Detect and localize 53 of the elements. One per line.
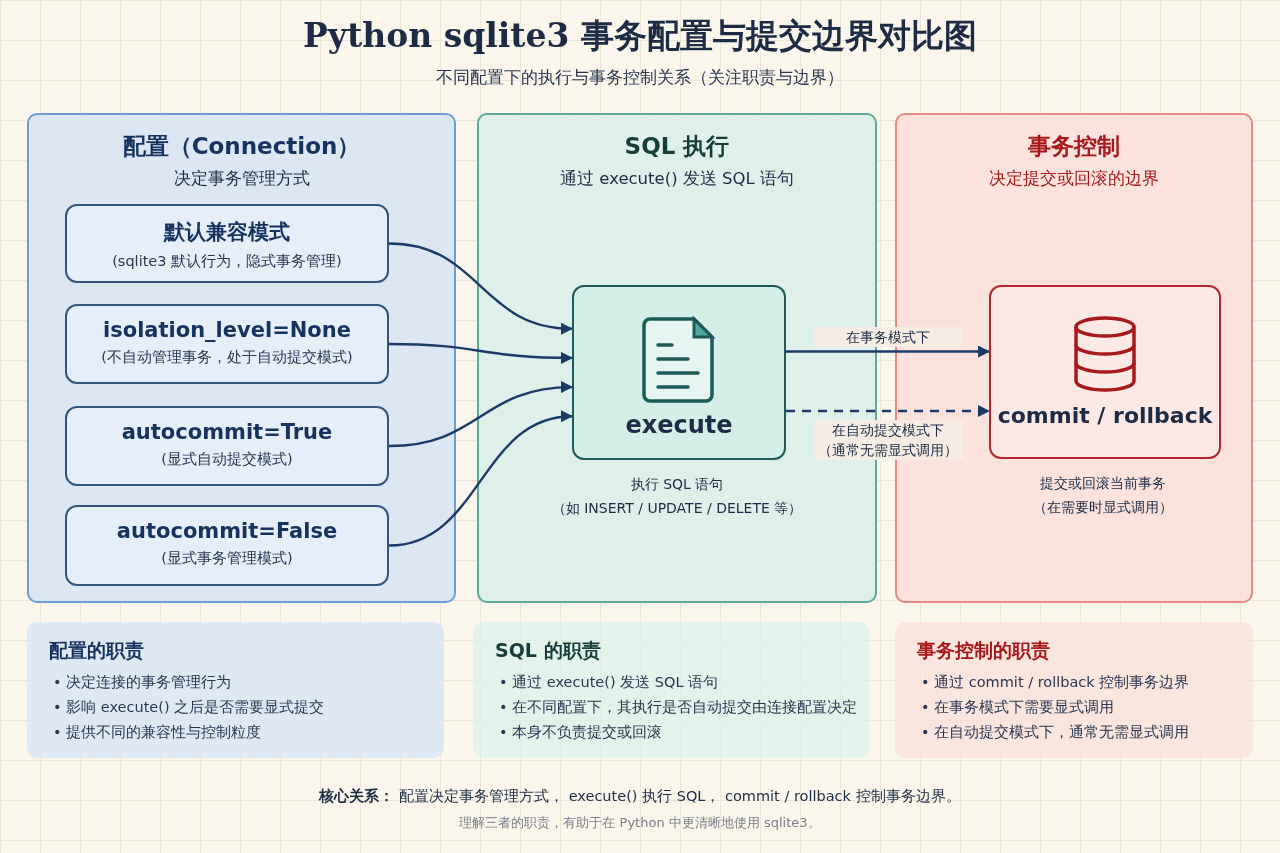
panel-subtitle: 决定事务管理方式	[172, 168, 311, 190]
arrow	[389, 342, 573, 364]
node-caption: （如 INSERT / UPDATE / DELETE 等）	[550, 499, 804, 518]
bullet-item: • 在事务模式下需要显式调用	[921, 698, 1116, 717]
arrow	[388, 242, 573, 334]
arrow	[786, 345, 990, 358]
mode-name: isolation_level=None	[102, 318, 352, 342]
mode-name: autocommit=False	[115, 519, 339, 543]
section-panel	[27, 113, 456, 603]
summary-note: 核心关系： 配置决定事务管理方式， execute() 执行 SQL， commit / rollback 控制事务边界。	[317, 787, 962, 806]
mode-box	[65, 304, 389, 384]
card-heading: 事务控制的职责	[917, 638, 1051, 663]
summary-card	[27, 622, 444, 758]
bullet-item: • 通过 commit / rollback 控制事务边界	[921, 673, 1191, 692]
bullet-item: • 通过 execute() 发送 SQL 语句	[499, 673, 720, 692]
bullet-item: • 本身不负责提交或回滚	[499, 723, 664, 742]
diagram-title: Python sqlite3 事务配置与提交边界对比图	[301, 15, 979, 57]
panel-subtitle: 通过 execute() 发送 SQL 语句	[559, 168, 795, 190]
panel-title: 配置（Connection）	[121, 132, 362, 161]
box-label: execute	[624, 411, 734, 439]
node-caption: （在需要时显式调用）	[1032, 498, 1174, 517]
panel-title: 事务控制	[1027, 132, 1121, 161]
bullet-item: • 提供不同的兼容性与控制粒度	[53, 723, 263, 742]
edge-label: 在自动提交模式下（通常无需显式调用）	[812, 420, 963, 461]
card-heading: SQL 的职责	[495, 638, 602, 663]
action-box	[989, 285, 1221, 459]
bullet-item: • 在自动提交模式下，通常无需显式调用	[921, 723, 1191, 742]
arrow	[786, 405, 990, 417]
mode-description: (显式自动提交模式)	[160, 450, 294, 469]
edge-label: 在事务模式下	[812, 327, 963, 348]
process-box	[572, 285, 786, 460]
node-caption: 执行 SQL 语句	[629, 475, 725, 494]
mode-description: (显式事务管理模式)	[160, 549, 294, 568]
mode-description: (不自动管理事务，处于自动提交模式)	[100, 348, 354, 367]
summary-card	[473, 622, 870, 758]
mode-description: (sqlite3 默认行为，隐式事务管理)	[111, 252, 343, 271]
mode-name: autocommit=True	[120, 420, 334, 444]
arrow	[388, 411, 573, 547]
mode-box	[65, 204, 389, 283]
panel-subtitle: 决定提交或回滚的边界	[988, 168, 1160, 190]
diagram-subtitle: 不同配置下的执行与事务控制关系（关注职责与边界）	[435, 66, 845, 89]
mode-box	[65, 406, 389, 486]
bullet-item: • 决定连接的事务管理行为	[53, 673, 233, 692]
bullet-item: • 在不同配置下，其执行是否自动提交由连接配置决定	[499, 698, 859, 717]
panel-title: SQL 执行	[623, 132, 731, 161]
card-heading: 配置的职责	[49, 638, 145, 663]
mode-name: 默认兼容模式	[162, 219, 291, 246]
mode-box	[65, 505, 389, 586]
box-label: commit / rollback	[996, 403, 1214, 428]
node-caption: 提交或回滚当前事务	[1039, 474, 1167, 493]
footnote: 理解三者的职责，有助于在 Python 中更清晰地使用 sqlite3。	[458, 814, 822, 832]
arrow	[388, 381, 573, 448]
bullet-item: • 影响 execute() 之后是否需要显式提交	[53, 698, 326, 717]
